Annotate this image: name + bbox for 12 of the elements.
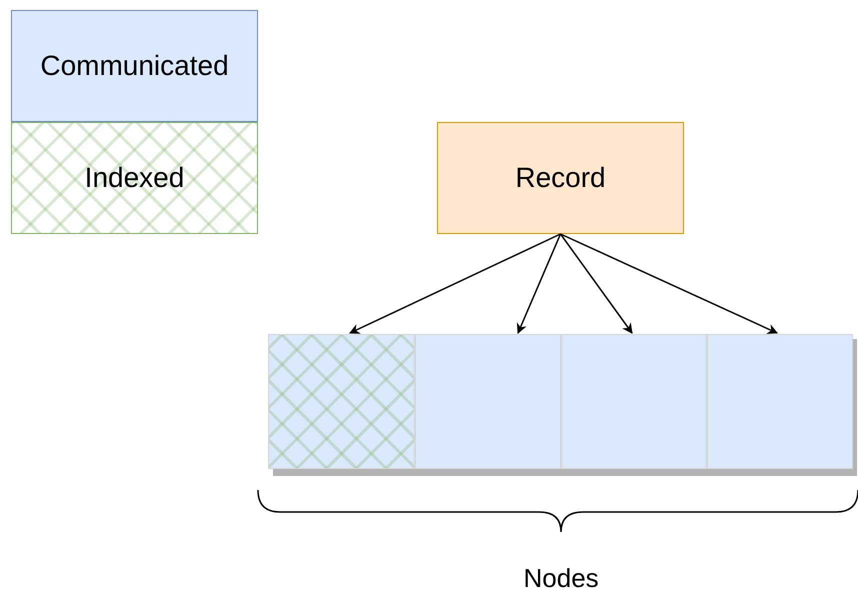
node-box bbox=[561, 334, 707, 469]
legend-box: Communicated bbox=[11, 10, 258, 122]
group-label: Nodes bbox=[524, 563, 599, 594]
arrow bbox=[560, 234, 633, 334]
record-box: Record bbox=[437, 122, 684, 234]
node-box bbox=[415, 334, 561, 469]
arrow bbox=[516, 234, 562, 334]
node-box bbox=[268, 334, 415, 469]
arrow bbox=[349, 233, 561, 334]
node-box bbox=[707, 334, 853, 469]
arrow bbox=[560, 233, 778, 334]
legend-box: Indexed bbox=[11, 122, 258, 234]
